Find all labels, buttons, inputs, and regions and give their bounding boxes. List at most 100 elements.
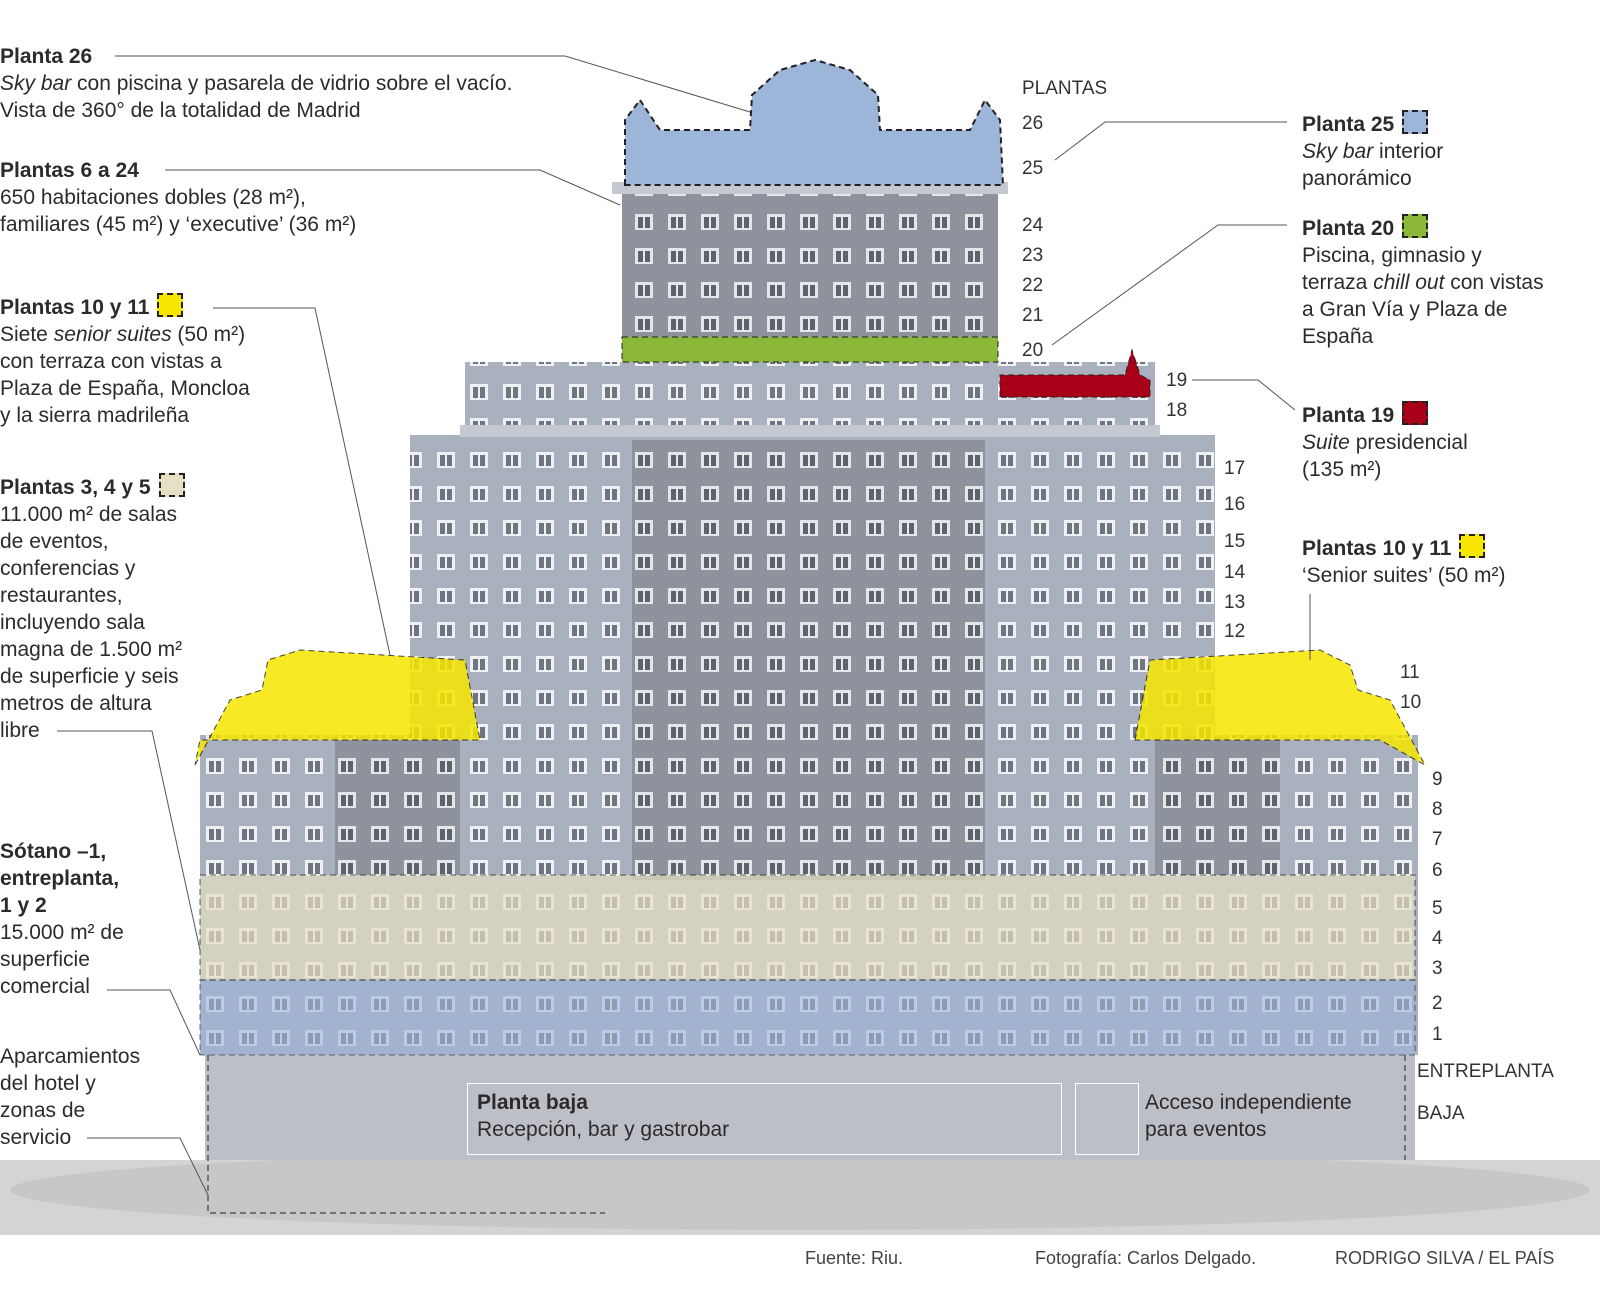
event-access-label: Acceso independiente para eventos [1145, 1089, 1352, 1143]
annotation-planta-25: Planta 25 Sky bar interior panorámico [1302, 110, 1443, 192]
floor-label: 26 [1022, 113, 1044, 134]
floor-label: 3 [1432, 958, 1443, 979]
line: superficie [0, 948, 90, 971]
floor-10-11-left-highlight [194, 649, 481, 766]
annotation-planta-26: Planta 26 Sky bar con piscina y pasarela… [0, 43, 512, 124]
line: de eventos, [0, 530, 109, 553]
title: Planta 25 [1302, 113, 1395, 136]
line: comercial [0, 975, 90, 998]
line: terraza chill out con vistas [1302, 271, 1544, 294]
title: Plantas 10 y 11 [1302, 537, 1452, 560]
floor-label: 11 [1400, 662, 1420, 683]
title: Sótano –1, [0, 840, 107, 863]
title: Planta 20 [1302, 217, 1395, 240]
floor-label: 1 [1432, 1024, 1443, 1045]
line: a Gran Vía y Plaza de [1302, 298, 1508, 321]
line: ‘Senior suites’ (50 m²) [1302, 564, 1506, 587]
line: libre [0, 719, 40, 742]
line: 11.000 m² de salas [0, 503, 178, 526]
annotation-plantas-10-11-left: Plantas 10 y 11 Siete senior suites (50 … [0, 293, 250, 429]
line: Siete senior suites (50 m²) [0, 323, 246, 346]
floor-label: BAJA [1417, 1103, 1465, 1124]
title: Planta baja [477, 1091, 588, 1114]
title: Plantas 10 y 11 [0, 296, 150, 319]
line: y la sierra madrileña [0, 404, 190, 427]
floors-1-2-highlight [199, 979, 1416, 1056]
floor-label: 25 [1022, 158, 1044, 179]
source-credit: Fuente: Riu. [805, 1248, 904, 1268]
floor-26-25-highlight [624, 58, 1005, 186]
floor-label: 8 [1432, 799, 1443, 820]
line: incluyendo sala [0, 611, 145, 634]
line: Plaza de España, Moncloa [0, 377, 250, 400]
title: 1 y 2 [0, 894, 47, 917]
ground-floor [205, 1055, 1415, 1160]
beige-swatch [158, 473, 185, 497]
line: 650 habitaciones dobles (28 m²), [0, 186, 306, 209]
annotation-aparcamientos: Aparcamientos del hotel y zonas de servi… [0, 1043, 140, 1151]
line: magna de 1.500 m² [0, 638, 183, 661]
annotation-planta-20: Planta 20 Piscina, gimnasio y terraza ch… [1302, 214, 1544, 350]
floor-label: 13 [1224, 592, 1246, 613]
line: 15.000 m² de [0, 921, 124, 944]
yellow-swatch [1459, 534, 1486, 558]
line: Piscina, gimnasio y [1302, 244, 1482, 267]
floors-header: PLANTAS [1022, 78, 1108, 99]
event-access-box [1075, 1083, 1139, 1155]
floor-label: 24 [1022, 215, 1044, 236]
ground-floor-box [467, 1083, 1062, 1155]
floor-label: 21 [1022, 305, 1044, 326]
line: metros de altura [0, 692, 152, 715]
line: para eventos [1145, 1118, 1267, 1141]
floor-label: 9 [1432, 769, 1443, 790]
floor-label: 7 [1432, 829, 1443, 850]
floor-label: ENTREPLANTA [1417, 1061, 1554, 1082]
line: con terraza con vistas a [0, 350, 222, 373]
line: Aparcamientos [0, 1045, 141, 1068]
floor-label: 20 [1022, 340, 1044, 361]
green-swatch [1402, 214, 1429, 238]
line: Acceso independiente [1145, 1091, 1352, 1114]
annotation-plantas-6-24: Plantas 6 a 24 650 habitaciones dobles (… [0, 157, 356, 238]
line: Sky bar con piscina y pasarela de vidrio… [0, 72, 513, 95]
floor-label: 2 [1432, 993, 1443, 1014]
floor-label: 4 [1432, 928, 1443, 949]
floor-label: 17 [1224, 458, 1246, 479]
line: panorámico [1302, 167, 1412, 190]
floor-label: 14 [1224, 562, 1246, 583]
photo-credit: Fotografía: Carlos Delgado. [1035, 1248, 1257, 1268]
annotation-plantas-10-11-right: Plantas 10 y 11 ‘Senior suites’ (50 m²) [1302, 534, 1505, 589]
floor-label: 5 [1432, 898, 1443, 919]
leader-lines [57, 55, 1311, 1196]
line: familiares (45 m²) y ‘executive’ (36 m²) [0, 213, 357, 236]
line: servicio [0, 1126, 72, 1149]
title: Plantas 6 a 24 [0, 159, 139, 182]
floor-label: 16 [1224, 494, 1246, 515]
floor-10-11-right-highlight [1134, 649, 1427, 767]
red-swatch [1402, 401, 1429, 425]
ground-floor-label: Planta baja Recepción, bar y gastrobar [477, 1089, 729, 1143]
line: Recepción, bar y gastrobar [477, 1118, 730, 1141]
line: restaurantes, [0, 584, 123, 607]
line: Vista de 360° de la totalidad de Madrid [0, 99, 361, 122]
annotation-planta-19: Planta 19 Suite presidencial (135 m²) [1302, 401, 1468, 483]
annotation-plantas-3-5: Plantas 3, 4 y 5 11.000 m² de salas de e… [0, 473, 185, 744]
annotation-sotano: Sótano –1, entreplanta, 1 y 2 15.000 m² … [0, 838, 124, 1000]
author-credit: RODRIGO SILVA / EL PAÍS [1335, 1248, 1555, 1268]
floors-3-5-highlight [199, 874, 1416, 981]
floor-label: 18 [1166, 400, 1188, 421]
floor-label: 23 [1022, 245, 1044, 266]
title: Plantas 3, 4 y 5 [0, 476, 151, 499]
floor-label: 10 [1400, 692, 1422, 713]
line: conferencias y [0, 557, 136, 580]
floor-19-highlight [999, 348, 1151, 398]
floor-label: 22 [1022, 275, 1044, 296]
line: de superficie y seis [0, 665, 179, 688]
line: (135 m²) [1302, 458, 1382, 481]
blue-swatch [1402, 110, 1429, 134]
title: entreplanta, [0, 867, 120, 890]
title: Planta 26 [0, 45, 93, 68]
yellow-swatch [157, 293, 184, 317]
line: España [1302, 325, 1374, 348]
